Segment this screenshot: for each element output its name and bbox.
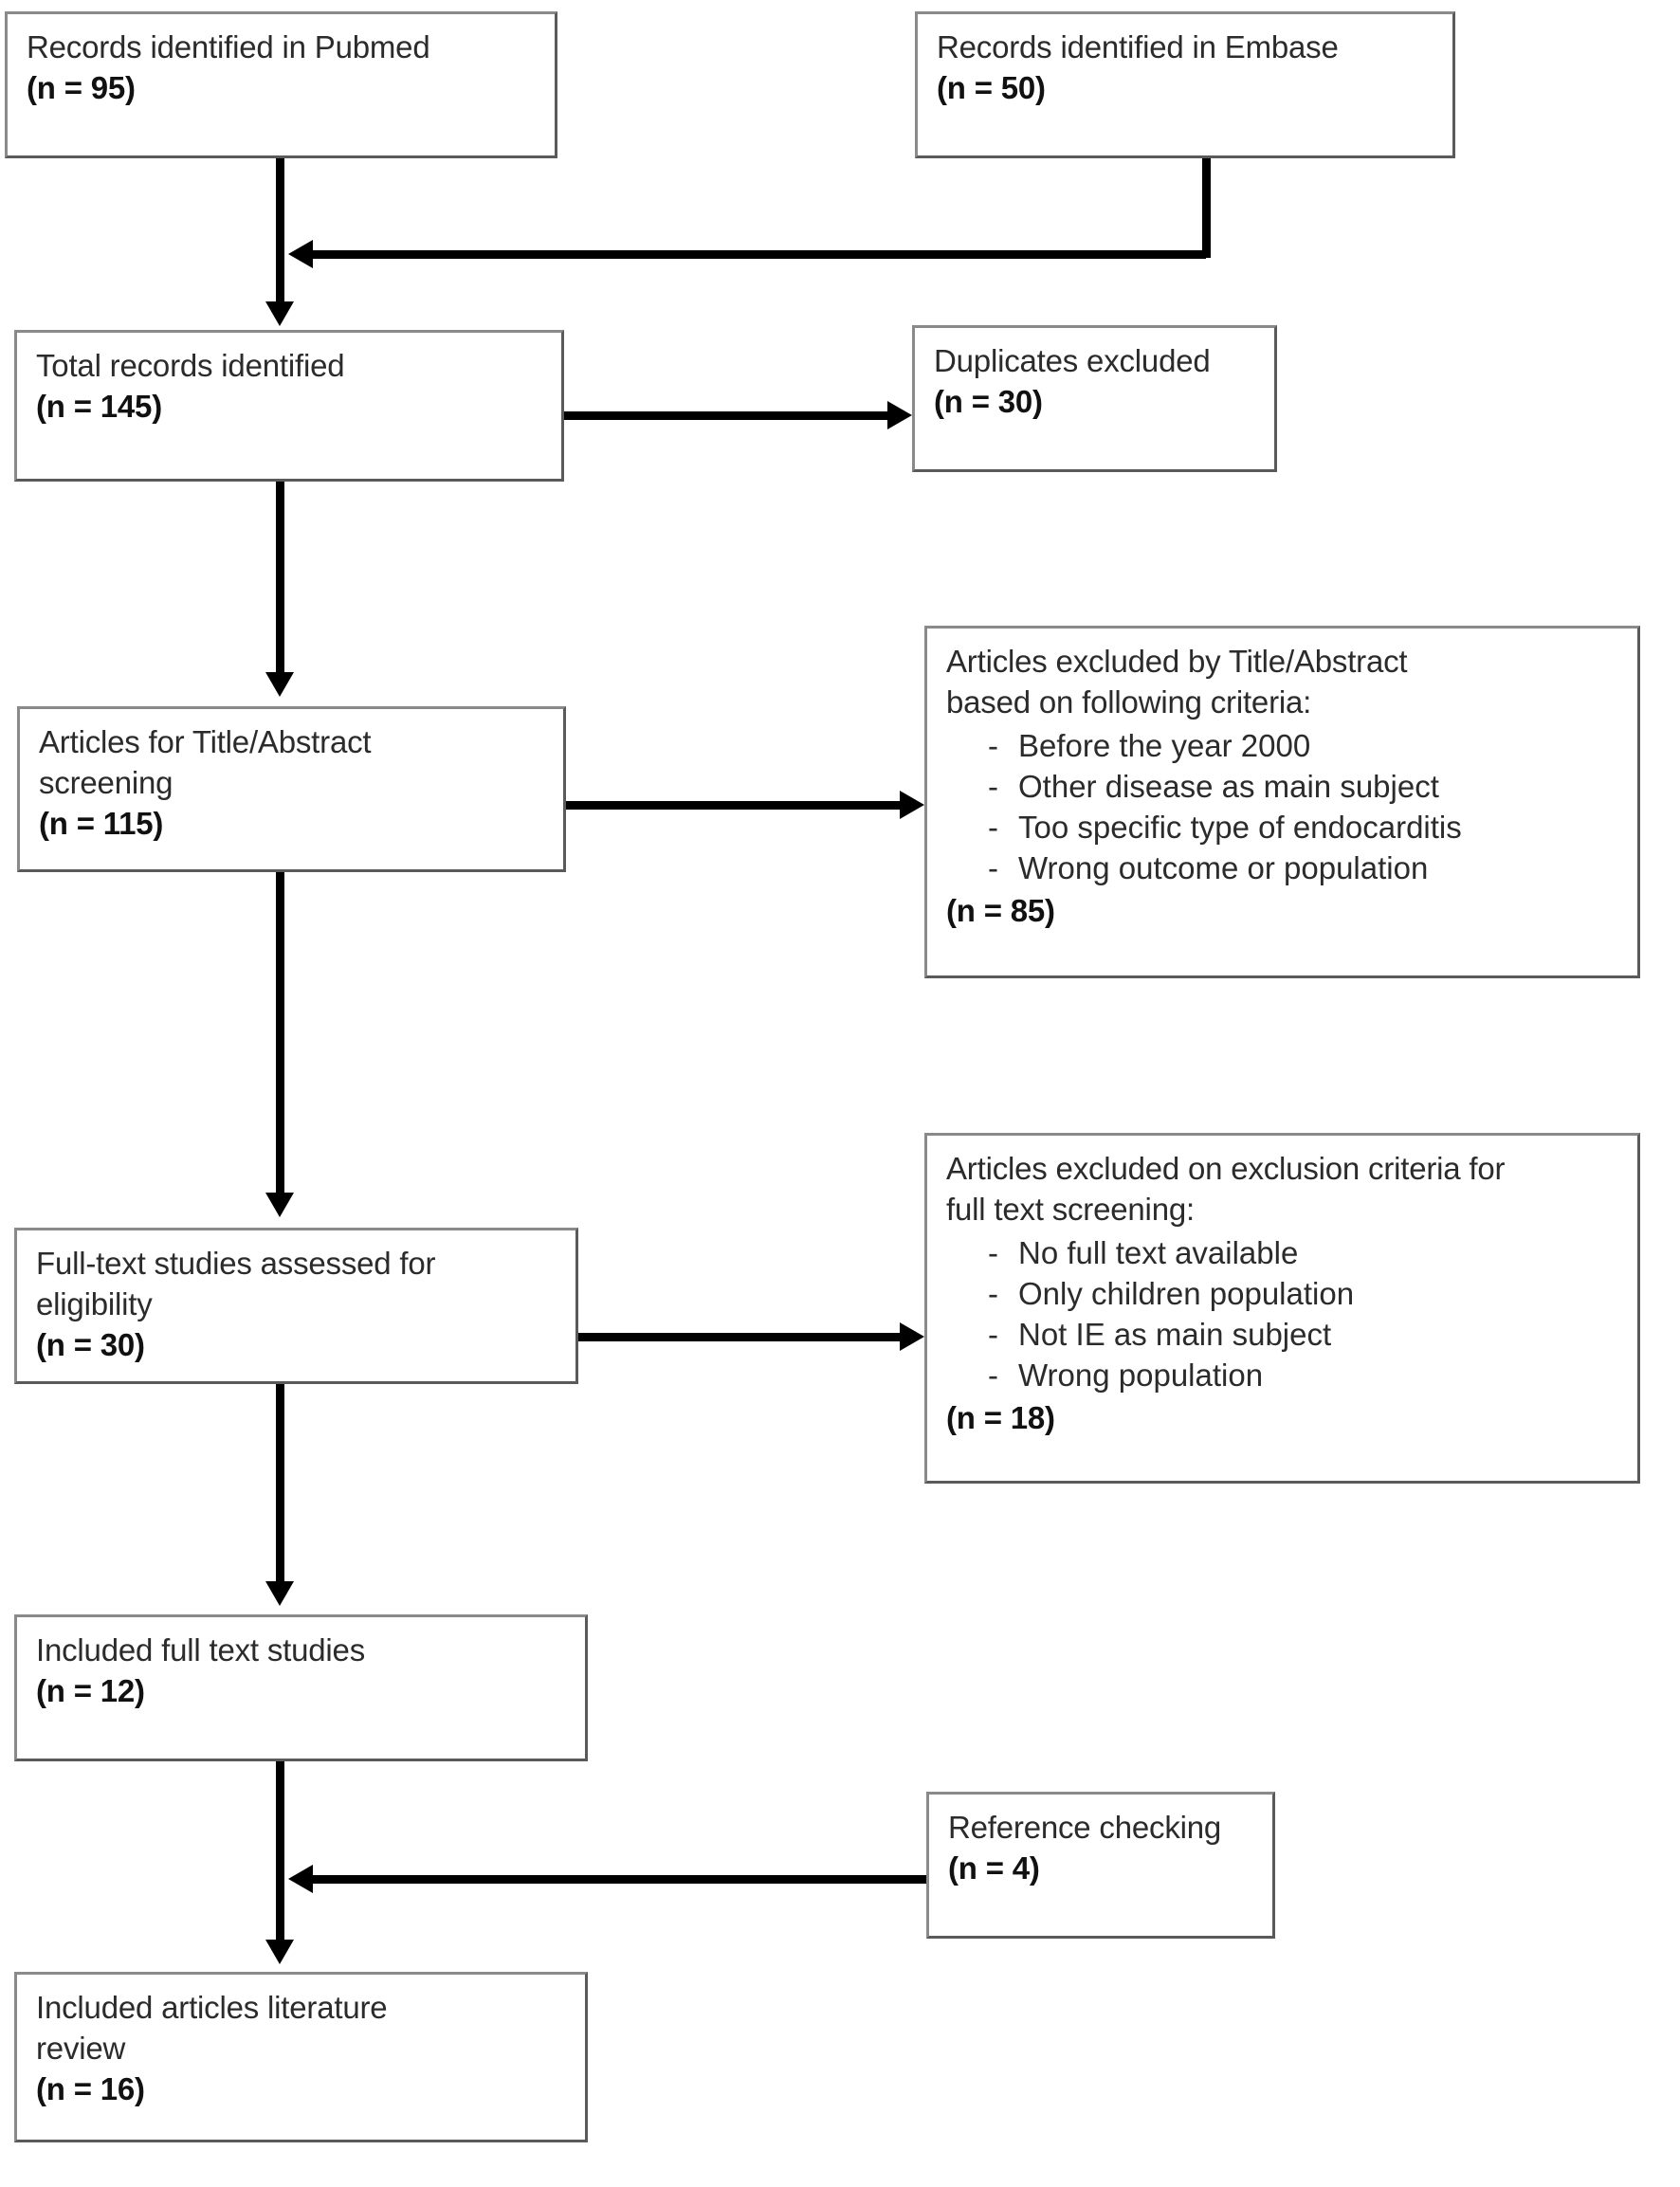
connector-embase-arrowhead (288, 240, 313, 268)
node-duplicates-excluded: Duplicates excluded (n = 30) (912, 325, 1277, 472)
connector-fulltext-to-excluded-arrowhead (900, 1322, 924, 1351)
node-fulltext-eligibility-label-line2: eligibility (36, 1285, 153, 1321)
criteria-item: -Only children population (946, 1273, 1620, 1314)
node-total-records-count: (n = 145) (36, 388, 163, 424)
connector-pubmed-arrowhead (265, 301, 294, 326)
node-fulltext-eligibility-count: (n = 30) (36, 1326, 145, 1362)
node-excluded-title-abstract-label-line2: based on following criteria: (946, 683, 1312, 720)
node-excluded-title-abstract-count: (n = 85) (946, 892, 1055, 928)
node-fulltext-eligibility-label-line1: Full-text studies assessed for (36, 1246, 436, 1281)
connector-total-to-duplicates-arrowhead (887, 401, 912, 429)
node-duplicates-excluded-count: (n = 30) (934, 383, 1043, 419)
criteria-item-label: Too specific type of endocarditis (1018, 810, 1462, 846)
criteria-item-label: Other disease as main subject (1018, 769, 1439, 804)
node-title-abstract-screening: Articles for Title/Abstract screening (n… (17, 706, 566, 872)
connector-included-down (276, 1761, 284, 1941)
bullet-dash: - (988, 810, 998, 846)
node-reference-checking: Reference checking (n = 4) (926, 1792, 1275, 1939)
connector-titleabstract-to-excluded-arrowhead (900, 791, 924, 819)
connector-pubmed-down (276, 158, 284, 305)
node-reference-checking-count: (n = 4) (948, 1850, 1040, 1886)
bullet-dash: - (988, 850, 998, 886)
node-excluded-fulltext-label-line1: Articles excluded on exclusion criteria … (946, 1151, 1506, 1186)
node-included-literature-review-count: (n = 16) (36, 2070, 145, 2106)
node-included-literature-review-label-line2: review (36, 2030, 126, 2066)
criteria-item: -Wrong population (946, 1355, 1620, 1395)
node-excluded-fulltext-criteria-list: -No full text available -Only children p… (946, 1232, 1620, 1396)
connector-fulltext-down-arrowhead (265, 1581, 294, 1606)
bullet-dash: - (988, 1276, 998, 1311)
node-total-records-label: Total records identified (36, 348, 345, 383)
node-excluded-fulltext: Articles excluded on exclusion criteria … (924, 1133, 1640, 1484)
criteria-item-label: No full text available (1018, 1234, 1299, 1270)
connector-fulltext-down (276, 1384, 284, 1583)
connector-embase-to-spine (313, 250, 1206, 259)
node-included-fulltext-studies: Included full text studies (n = 12) (14, 1614, 588, 1761)
node-excluded-title-abstract-label-line1: Articles excluded by Title/Abstract (946, 644, 1408, 679)
criteria-item: -No full text available (946, 1232, 1620, 1273)
node-records-pubmed-count: (n = 95) (27, 69, 136, 105)
connector-titleabstract-to-excluded (566, 801, 902, 810)
node-included-fulltext-studies-label: Included full text studies (36, 1632, 366, 1668)
connector-included-down-arrowhead (265, 1940, 294, 1964)
node-reference-checking-label: Reference checking (948, 1810, 1222, 1845)
node-excluded-title-abstract-criteria-list: -Before the year 2000 -Other disease as … (946, 725, 1620, 889)
bullet-dash: - (988, 1358, 998, 1394)
criteria-item: -Not IE as main subject (946, 1314, 1620, 1355)
connector-reference-to-spine (313, 1875, 926, 1884)
criteria-item: -Too specific type of endocarditis (946, 807, 1620, 847)
bullet-dash: - (988, 769, 998, 804)
node-excluded-fulltext-count: (n = 18) (946, 1399, 1055, 1435)
connector-titleabstract-down (276, 872, 284, 1194)
node-included-fulltext-studies-count: (n = 12) (36, 1672, 145, 1708)
criteria-item-label: Before the year 2000 (1018, 727, 1311, 763)
bullet-dash: - (988, 727, 998, 763)
node-included-literature-review-label-line1: Included articles literature (36, 1990, 388, 2025)
connector-embase-down (1202, 158, 1211, 258)
node-title-abstract-screening-label-line1: Articles for Title/Abstract (39, 724, 372, 759)
connector-total-to-duplicates (564, 411, 889, 420)
node-duplicates-excluded-label: Duplicates excluded (934, 343, 1211, 378)
criteria-item-label: Not IE as main subject (1018, 1317, 1332, 1353)
criteria-item: -Wrong outcome or population (946, 847, 1620, 888)
node-total-records: Total records identified (n = 145) (14, 330, 564, 482)
criteria-item-label: Wrong outcome or population (1018, 850, 1429, 886)
connector-titleabstract-down-arrowhead (265, 1193, 294, 1217)
node-records-embase-count: (n = 50) (937, 69, 1046, 105)
node-fulltext-eligibility: Full-text studies assessed for eligibili… (14, 1228, 578, 1384)
connector-total-down-arrowhead (265, 672, 294, 697)
node-title-abstract-screening-label-line2: screening (39, 764, 173, 800)
node-records-embase: Records identified in Embase (n = 50) (915, 11, 1455, 158)
criteria-item-label: Wrong population (1018, 1358, 1264, 1394)
node-records-embase-label: Records identified in Embase (937, 29, 1339, 64)
node-excluded-fulltext-label-line2: full text screening: (946, 1191, 1195, 1227)
bullet-dash: - (988, 1234, 998, 1270)
criteria-item: -Other disease as main subject (946, 766, 1620, 807)
bullet-dash: - (988, 1317, 998, 1353)
node-records-pubmed: Records identified in Pubmed (n = 95) (5, 11, 557, 158)
node-included-literature-review: Included articles literature review (n =… (14, 1972, 588, 2142)
criteria-item-label: Only children population (1018, 1276, 1355, 1311)
connector-fulltext-to-excluded (578, 1333, 902, 1341)
node-records-pubmed-label: Records identified in Pubmed (27, 29, 430, 64)
criteria-item: -Before the year 2000 (946, 725, 1620, 766)
node-excluded-title-abstract: Articles excluded by Title/Abstract base… (924, 626, 1640, 978)
connector-reference-to-spine-arrowhead (288, 1865, 313, 1893)
node-title-abstract-screening-count: (n = 115) (39, 805, 164, 841)
connector-total-down (276, 482, 284, 676)
